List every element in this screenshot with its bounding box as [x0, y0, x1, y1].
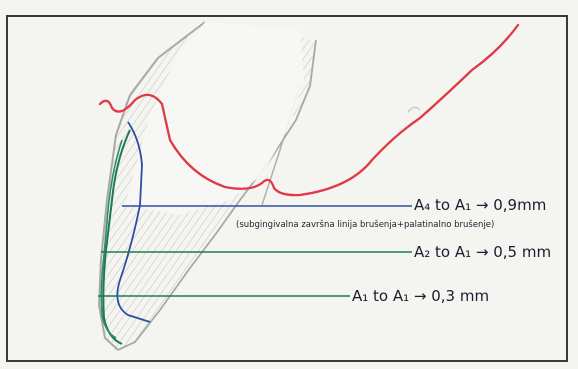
gingiva-notch [407, 106, 421, 113]
tooth-labial-outline [97, 21, 206, 351]
green-reduction-inner [100, 139, 123, 339]
label-line-3: A₁ to A₁ → 0,3 mm [352, 287, 489, 305]
drawing-frame [6, 15, 568, 362]
gingiva-line [98, 23, 520, 197]
label-line-2: A₂ to A₁ → 0,5 mm [414, 243, 551, 261]
blue-prep-outline [116, 121, 151, 323]
preparation-area [125, 22, 304, 215]
label-line-1: A₄ to A₁ → 0,9mm [414, 196, 546, 214]
tooth-palatal-outline [117, 39, 317, 351]
label-line-1-note: (subgingivalna završna linija brušenja+p… [236, 219, 494, 230]
